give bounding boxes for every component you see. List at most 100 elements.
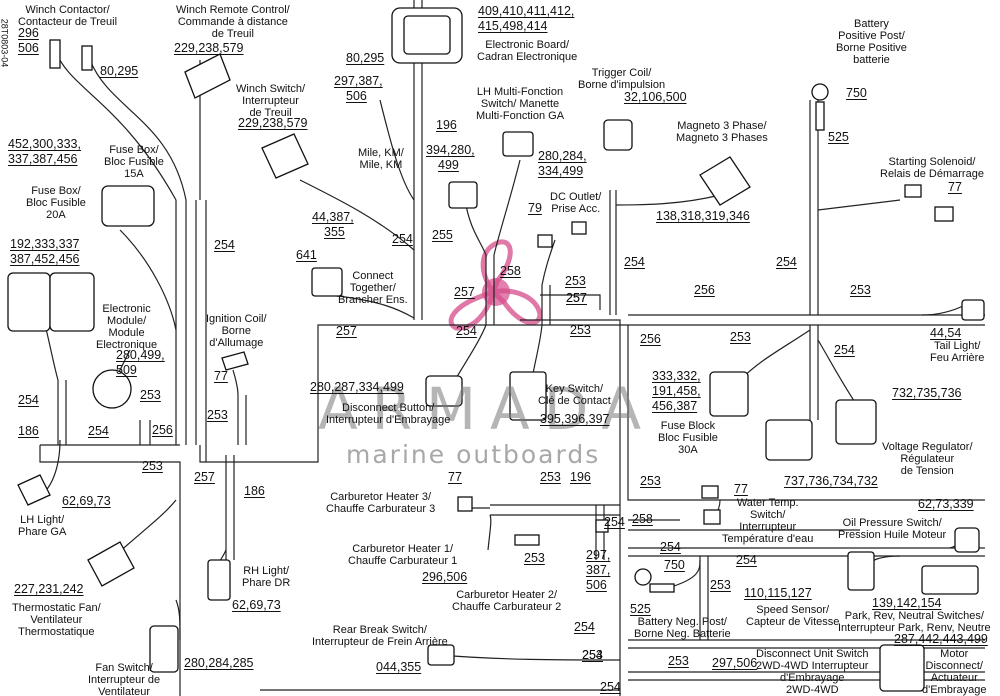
harness-label: 258 bbox=[500, 264, 521, 278]
label-disconnect-button: Disconnect Button/Interrupteur d'Embraya… bbox=[326, 402, 451, 426]
harness-label: 254 bbox=[604, 515, 625, 529]
harness-label: 256 bbox=[640, 332, 661, 346]
harness-label: 254 bbox=[582, 648, 603, 662]
harness-label: 256 bbox=[152, 423, 173, 437]
pn-battery-pos-b: 525 bbox=[828, 130, 849, 144]
harness-label: 253 bbox=[582, 648, 603, 662]
pn-lh-multi-c: 280,284, bbox=[538, 149, 587, 163]
label-rear-brake-switch: Rear Break Switch/Interrupteur de Frein … bbox=[312, 624, 448, 648]
pn-fuse15-b: 337,387,456 bbox=[8, 152, 78, 166]
pn-winch-contactor-c: 80,295 bbox=[100, 64, 139, 78]
pn-rear-brake: 044,355 bbox=[376, 660, 422, 674]
harness-label: 257 bbox=[566, 291, 587, 305]
pn-bat-neg-a: 750 bbox=[664, 558, 685, 572]
label-park-switches: Park, Rev, Neutral Switches/Interrupteur… bbox=[838, 610, 991, 634]
pn-carb2-c: 506 bbox=[586, 578, 607, 592]
pn-motor-disc: 287,442,443,499 bbox=[894, 632, 988, 646]
pn-carb2-b: 387, bbox=[586, 563, 611, 577]
harness-label: 186 bbox=[18, 424, 39, 438]
harness-label: 254 bbox=[88, 424, 109, 438]
label-key-switch: Key Switch/Clé de Contact bbox=[538, 383, 611, 407]
pn-vreg-b: 737,736,734,732 bbox=[784, 474, 878, 488]
pn-battery-pos-a: 750 bbox=[846, 86, 867, 100]
harness-label: 254 bbox=[624, 255, 645, 269]
label-speed-sensor: Speed Sensor/Capteur de Vitesse bbox=[746, 604, 840, 628]
label-winch-contactor: Winch Contactor/Contacteur de Treuil bbox=[18, 4, 118, 28]
pn-winch-contactor-b: 506 bbox=[18, 41, 39, 55]
watermark-title: ARMADA bbox=[318, 375, 656, 443]
label-tail-light: Tail Light/Feu Arrière bbox=[930, 340, 985, 364]
harness-label: 257 bbox=[566, 291, 587, 305]
pn-mile-d: 196 bbox=[436, 118, 457, 132]
pn-carb-top: 196 bbox=[570, 470, 591, 484]
pn-fuse30-c: 456,387 bbox=[652, 399, 698, 413]
harness-label: 253 bbox=[540, 470, 561, 484]
label-winch-remote: Winch Remote Control/Commande à distance… bbox=[176, 4, 290, 40]
pn-park: 139,142,154 bbox=[872, 596, 942, 610]
pn-eboard-b: 415,498,414 bbox=[478, 19, 548, 33]
pn-trigger: 32,106,500 bbox=[624, 90, 687, 104]
pn-thermo-fan: 227,231,242 bbox=[14, 582, 84, 596]
label-carb-heater-3: Carburetor Heater 3/Chauffe Carburateur … bbox=[326, 491, 436, 515]
harness-label: 258 bbox=[632, 512, 653, 526]
harness-label: 253 bbox=[207, 408, 228, 422]
harness-label: 253 bbox=[668, 654, 689, 668]
pn-carb2-a: 297, bbox=[586, 548, 611, 562]
pn-fuse20-b: 387,452,456 bbox=[10, 252, 80, 266]
pn-fuse15-a: 452,300,333, bbox=[8, 137, 81, 151]
harness-label: 257 bbox=[194, 470, 215, 484]
pn-fuse20-a: 192,333,337 bbox=[10, 237, 80, 251]
harness-label: 254 bbox=[600, 680, 621, 694]
harness-label: 253 bbox=[640, 474, 661, 488]
harness-label: 253 bbox=[524, 551, 545, 565]
pn-lh-multi-b: 499 bbox=[438, 158, 459, 172]
pn-key-switch: 395,396,397 bbox=[540, 412, 610, 426]
pn-dc-outlet: 79 bbox=[528, 201, 542, 215]
pn-lh-multi-a: 394,280, bbox=[426, 143, 475, 157]
harness-label: 253 bbox=[570, 323, 591, 337]
label-electronic-board: Electronic Board/Cadran Electronique bbox=[477, 39, 578, 63]
harness-label: 255 bbox=[432, 228, 453, 242]
label-mile-km: Mile, KM/Mile, KM bbox=[358, 147, 404, 171]
pn-connect-b: 355 bbox=[324, 225, 345, 239]
harness-label: 254 bbox=[660, 540, 681, 554]
pn-speed: 110,115,127 bbox=[744, 586, 812, 600]
pn-solenoid: 77 bbox=[948, 180, 962, 194]
harness-label: 254 bbox=[834, 343, 855, 357]
label-starting-solenoid: Starting Solenoid/Relais de Démarrage bbox=[880, 156, 984, 180]
harness-label: 254 bbox=[736, 553, 757, 567]
harness-label: 254 bbox=[392, 232, 413, 246]
pn-winch-switch: 229,238,579 bbox=[238, 116, 308, 130]
label-oil-pressure-switch: Oil Pressure Switch/Pression Huile Moteu… bbox=[838, 517, 947, 541]
harness-label: 257 bbox=[336, 324, 357, 338]
harness-label: 254 bbox=[18, 393, 39, 407]
label-carb-heater-2: Carburetor Heater 2/Chauffe Carburateur … bbox=[452, 589, 562, 613]
label-lh-light: LH Light/Phare GA bbox=[18, 514, 67, 538]
pn-oil: 62,73,339 bbox=[918, 497, 974, 511]
pn-carb3: 77 bbox=[448, 470, 462, 484]
harness-label: 257 bbox=[454, 285, 475, 299]
pn-mile-b: 297,387, bbox=[334, 74, 383, 88]
harness-label: 253 bbox=[142, 459, 163, 473]
pn-bat-neg-b: 525 bbox=[630, 602, 651, 616]
label-magneto: Magneto 3 Phase/Magneto 3 Phases bbox=[676, 120, 768, 144]
pn-vreg-a: 732,735,736 bbox=[892, 386, 962, 400]
pn-magneto: 138,318,319,346 bbox=[656, 209, 750, 223]
label-trigger-coil: Trigger Coil/Borne d'impulsion bbox=[578, 67, 666, 91]
pn-connect-c: 641 bbox=[296, 248, 317, 262]
harness-label: 253 bbox=[710, 578, 731, 592]
pn-fuse30-b: 191,458, bbox=[652, 384, 701, 398]
label-battery-negative: Battery Neg. Post/Borne Neg. Batterie bbox=[634, 616, 731, 640]
